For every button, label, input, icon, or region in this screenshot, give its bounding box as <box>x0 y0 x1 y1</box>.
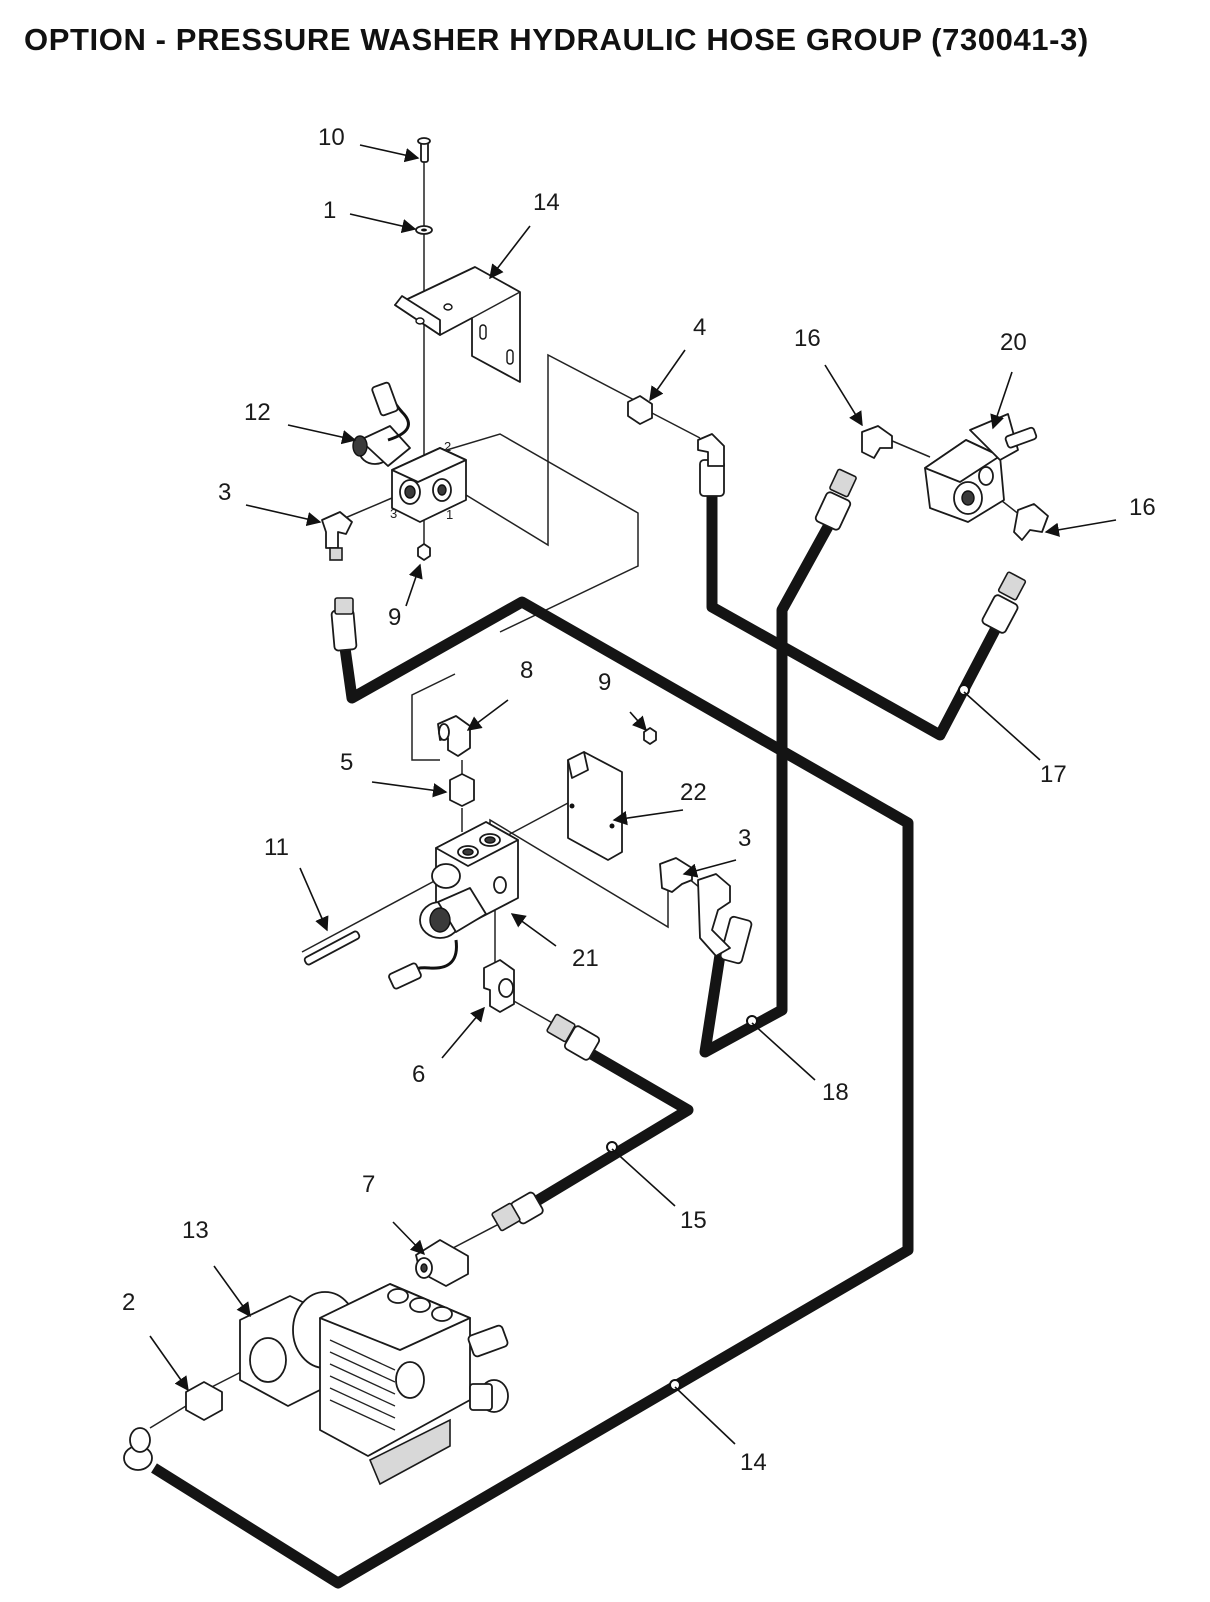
port-label-2: 2 <box>444 439 451 454</box>
callout-21: 21 <box>572 945 599 972</box>
page-title: OPTION - PRESSURE WASHER HYDRAULIC HOSE … <box>24 22 1089 57</box>
bolt-assembly <box>415 137 433 561</box>
callout-14-bottom: 14 <box>740 1449 767 1476</box>
mounting-bracket-top <box>394 266 521 383</box>
pressure-washer-pump <box>239 1283 509 1486</box>
callout-10: 10 <box>318 124 345 151</box>
callout-9-mid: 9 <box>598 669 611 696</box>
callout-3-top: 3 <box>218 479 231 506</box>
callout-4: 4 <box>693 314 706 341</box>
callout-13: 13 <box>182 1217 209 1244</box>
callout-11: 11 <box>264 834 289 861</box>
callout-2: 2 <box>122 1289 135 1316</box>
callout-7: 7 <box>362 1171 375 1198</box>
hose-18 <box>699 520 835 1058</box>
callout-17: 17 <box>1040 761 1067 788</box>
callout-14-top: 14 <box>533 189 560 216</box>
hose-17 <box>706 492 1000 741</box>
callout-15: 15 <box>680 1207 707 1234</box>
callout-20: 20 <box>1000 329 1027 356</box>
callout-6: 6 <box>412 1061 425 1088</box>
mounting-plate <box>567 751 623 861</box>
elbow-fittings <box>129 395 1049 1453</box>
callout-3-mid: 3 <box>738 825 751 852</box>
solenoid-valve-top: 2 3 1 <box>352 381 467 523</box>
callout-12: 12 <box>244 399 271 426</box>
callout-16-right: 16 <box>1129 494 1156 521</box>
callout-1: 1 <box>323 197 336 224</box>
hose-left-upper <box>151 596 914 1589</box>
callout-22: 22 <box>680 779 707 806</box>
callout-8: 8 <box>520 657 533 684</box>
callout-16-top: 16 <box>794 325 821 352</box>
hose-ends <box>123 459 1027 1471</box>
callout-5: 5 <box>340 749 353 776</box>
manifold-valve <box>303 821 519 990</box>
hose-leader-lines <box>611 691 1041 1445</box>
port-label-3: 3 <box>390 506 397 521</box>
callout-9-top: 9 <box>388 604 401 631</box>
callout-labels: 10 1 14 4 16 20 12 3 16 9 8 9 17 5 22 11… <box>122 124 1156 1476</box>
hoses <box>151 492 1000 1589</box>
port-label-1: 1 <box>446 507 453 522</box>
hose-15 <box>527 1047 694 1210</box>
hydraulic-pump <box>924 413 1038 523</box>
callout-18: 18 <box>822 1079 849 1106</box>
reference-lines <box>149 150 1021 1429</box>
leader-lines <box>149 144 1117 1392</box>
